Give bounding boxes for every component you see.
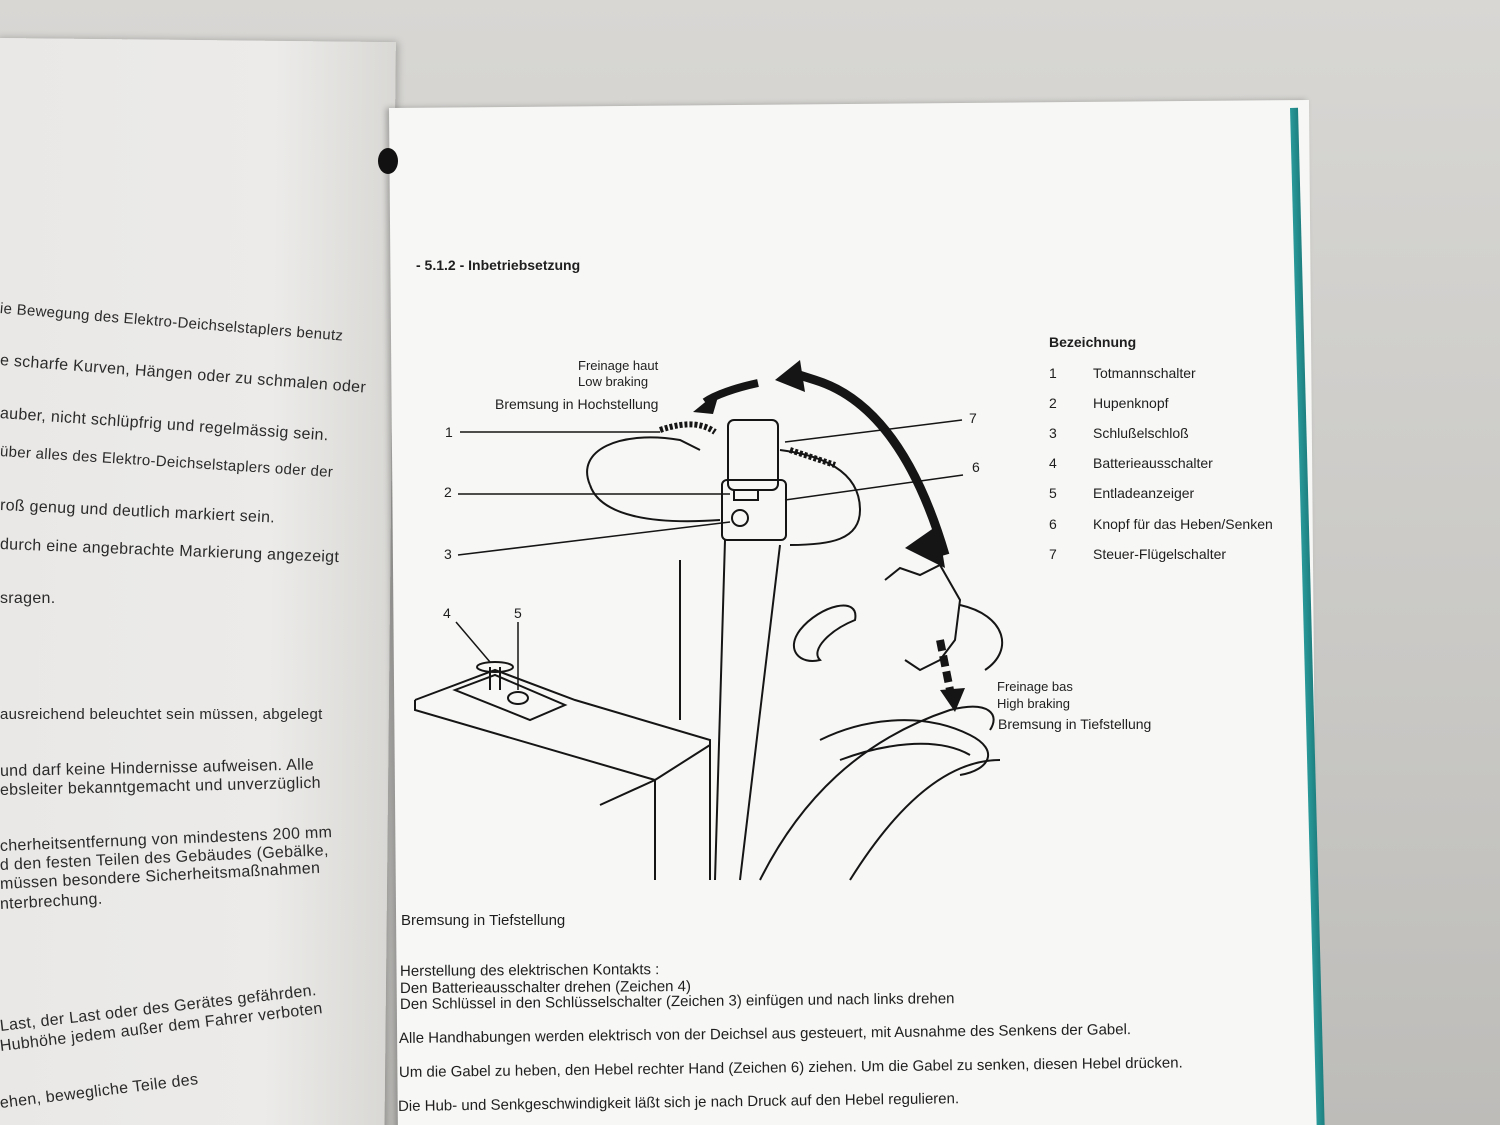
tiller-arm <box>714 539 781 881</box>
callout-number: 3 <box>444 546 452 562</box>
discharge-indicator-icon <box>507 691 529 705</box>
tiller-handle-right <box>779 449 862 546</box>
legend-heading: Bezeichnung <box>1049 334 1137 350</box>
left-line: ausreichend beleuchtet sein müssen, abge… <box>0 706 323 723</box>
top-label-fr: Freinage haut <box>578 358 659 373</box>
battery-switch-icon <box>476 661 514 673</box>
section-title: - 5.1.2 - Inbetriebsetzung <box>416 257 581 273</box>
key-switch-icon <box>731 509 749 527</box>
callout-number: 4 <box>443 605 451 621</box>
callout-number: 1 <box>445 424 453 440</box>
callout-line-6 <box>784 474 964 501</box>
bottom-label-fr: Freinage bas <box>997 679 1073 694</box>
top-label-en: Low braking <box>578 374 649 389</box>
figure-caption: Bremsung in Tiefstellung <box>401 912 566 929</box>
bottom-label-de: Bremsung in Tiefstellung <box>998 716 1152 732</box>
callout-line-7 <box>784 419 963 443</box>
left-page-text: ie Bewegung des Elektro-Deichselstaplers… <box>0 0 400 1125</box>
swing-arrow-down <box>788 367 950 557</box>
top-label-de: Bremsung in Hochstellung <box>495 396 659 412</box>
callout-number: 5 <box>514 605 522 621</box>
body-heading: Herstellung des elektrischen Kontakts : <box>399 961 660 980</box>
chassis <box>414 668 711 880</box>
bottom-label-en: High braking <box>997 696 1070 711</box>
left-line: sragen. <box>0 590 56 607</box>
tiller-handle-left <box>586 436 701 486</box>
callout-number: 2 <box>444 484 452 500</box>
callout-line-3 <box>457 521 731 556</box>
lower-arrow <box>936 639 954 691</box>
lowered-handle-outline <box>793 604 857 662</box>
binding-hole <box>378 148 398 174</box>
callout-number: 7 <box>969 410 977 426</box>
callout-line-4 <box>455 621 491 663</box>
callout-number: 6 <box>972 459 980 475</box>
